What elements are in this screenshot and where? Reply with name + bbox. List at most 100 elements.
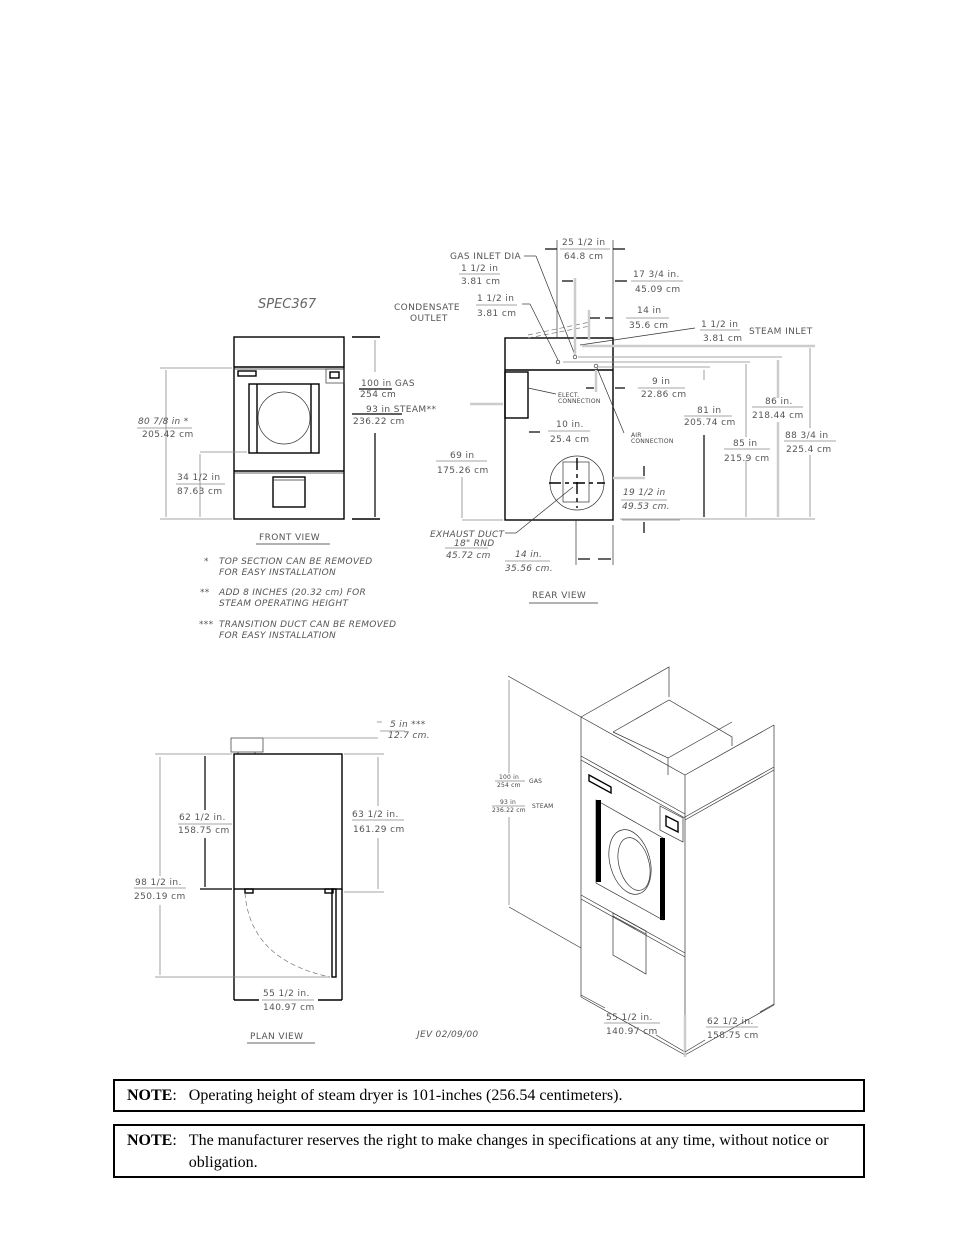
isometric-view: 100 in 254 cm GAS 93 in 236.22 cm STEAM … — [492, 666, 775, 1057]
gas-inlet-label: GAS INLET DIA — [450, 252, 522, 262]
plan-view-title: PLAN VIEW — [250, 1032, 303, 1042]
footnote-1-line2: FOR EASY INSTALLATION — [219, 568, 336, 578]
plan-view: 5 in *** 12.7 cm. 62 1/2 in. 158.75 cm 9… — [134, 720, 478, 1044]
svg-text:STEAM: STEAM — [532, 803, 554, 810]
note-operating-height: NOTE: Operating height of steam dryer is… — [113, 1079, 865, 1112]
footnote-1-line1: TOP SECTION CAN BE REMOVED — [219, 557, 373, 567]
spec-id: SPEC367 — [258, 297, 317, 312]
footnotes: * TOP SECTION CAN BE REMOVED FOR EASY IN… — [199, 557, 396, 641]
dim-air-height-in: 81 in — [697, 406, 722, 416]
front-view: SPEC367 80 7/8 in * 205.42 cm 34 1/2 in … — [137, 297, 436, 545]
air-port — [593, 363, 599, 369]
door-swing-arc — [244, 892, 331, 978]
dim-steam-offset-in: 14 in — [637, 306, 662, 316]
dim-exhaust-side-in: 19 1/2 in — [623, 488, 666, 498]
dryer-door-glass — [257, 391, 311, 445]
dim-depth-left-in: 62 1/2 in. — [179, 813, 226, 823]
dim-exhaust-height-cm: 175.26 cm — [437, 466, 489, 476]
iso-width-cm: 140.97 cm — [606, 1027, 658, 1037]
steam-inlet-label: STEAM INLET — [749, 327, 813, 337]
iso-height-steam-in: 93 in — [500, 799, 516, 806]
gas-inlet-port — [572, 354, 578, 360]
dim-depth-door-in: 98 1/2 in. — [135, 878, 182, 888]
logo-plate — [237, 370, 257, 377]
condensate-label-1: CONDENSATE — [394, 303, 460, 313]
plan-dryer-outline — [233, 753, 343, 890]
dim-exhaust-height-in: 69 in — [450, 451, 475, 461]
dim-steam-inlet-in: 1 1/2 in — [701, 320, 738, 330]
note-manufacturer-rights: NOTE: The manufacturer reserves the righ… — [113, 1124, 865, 1178]
dim-top-section-in: 80 7/8 in * — [138, 417, 189, 427]
iso-width-in: 55 1/2 in. — [606, 1013, 653, 1023]
plan-door — [331, 888, 337, 978]
rear-view: GAS INLET DIA 1 1/2 in 3.81 cm CONDENSAT… — [394, 238, 836, 604]
dim-width-in: 55 1/2 in. — [263, 989, 310, 999]
dim-air-offset-cm: 22.86 cm — [641, 390, 687, 400]
dim-height-gas-cm: 254 cm — [360, 390, 396, 400]
control-panel — [325, 368, 345, 384]
dim-steam-offset-cm: 35.6 cm — [629, 321, 668, 331]
iso-control-panel — [659, 805, 684, 843]
dim-gas-height-cm: 218.44 cm — [752, 411, 804, 421]
dim-top-section-cm: 205.42 cm — [142, 430, 194, 440]
dim-width-top-in: 25 1/2 in — [562, 238, 605, 248]
iso-height-steam-cm: 236.22 cm — [492, 807, 526, 814]
footnote-2-line1: ADD 8 INCHES (20.32 cm) FOR — [218, 588, 366, 598]
svg-text:1 1/2 in: 1 1/2 in — [477, 294, 514, 304]
dim-gas-offset-in: 17 3/4 in. — [633, 270, 680, 280]
iso-height-gas-cm: 254 cm — [497, 782, 521, 789]
dim-exhaust-center-cm: 35.56 cm. — [505, 564, 553, 574]
front-view-title: FRONT VIEW — [259, 533, 320, 543]
elect-box — [504, 371, 529, 419]
note-text: Operating height of steam dryer is 101-i… — [188, 1087, 623, 1104]
dim-depth-right-cm: 161.29 cm — [353, 825, 405, 835]
svg-text:AIR: AIR — [631, 432, 642, 439]
dim-elect-offset-in: 10 in. — [556, 420, 584, 430]
lint-door — [272, 476, 306, 508]
footnote-3-line1: TRANSITION DUCT CAN BE REMOVED — [219, 620, 396, 630]
condensate-port — [555, 359, 561, 365]
author-date: JEV 02/09/00 — [415, 1030, 478, 1040]
dim-elect-offset-cm: 25.4 cm — [550, 435, 589, 445]
svg-text:**: ** — [200, 588, 210, 598]
svg-text:ELECT.: ELECT. — [558, 392, 579, 399]
svg-text:GAS: GAS — [529, 778, 542, 785]
footnote-3-line2: FOR EASY INSTALLATION — [219, 631, 336, 641]
note-text: The manufacturer reserves the right to m… — [188, 1132, 829, 1171]
note-label: NOTE — [127, 1087, 173, 1104]
dim-gas-offset-cm: 45.09 cm — [635, 285, 681, 295]
svg-text:CONNECTION: CONNECTION — [631, 438, 674, 445]
dryer-door-frame — [248, 383, 320, 454]
svg-text:3.81 cm: 3.81 cm — [477, 309, 516, 319]
iso-height-gas-in: 100 in — [499, 774, 519, 781]
dim-exhaust-center-in: 14 in. — [515, 550, 542, 560]
dim-exhaust-dia-cm: 45.72 cm — [446, 551, 491, 561]
dim-air-height-cm: 205.74 cm — [684, 418, 736, 428]
svg-text:1 1/2 in: 1 1/2 in — [461, 264, 498, 274]
dim-height-steam-in: 93 in STEAM** — [366, 405, 436, 415]
dim-steam-height-cm: 225.4 cm — [786, 445, 832, 455]
svg-text:CONNECTION: CONNECTION — [558, 398, 601, 405]
iso-logo — [588, 773, 612, 795]
note-label: NOTE — [127, 1132, 173, 1149]
dim-transition-in: 5 in *** — [390, 720, 426, 730]
dim-air-offset-in: 9 in — [652, 377, 670, 387]
condensate-label-2: OUTLET — [410, 314, 448, 324]
dim-door-height-cm: 87.63 cm — [177, 487, 223, 497]
dim-steam-height-in: 88 3/4 in — [785, 431, 828, 441]
rear-dryer-outline — [504, 337, 614, 521]
dim-width-cm: 140.97 cm — [263, 1003, 315, 1013]
rear-view-title: REAR VIEW — [532, 591, 586, 601]
iso-lint-door — [612, 912, 647, 975]
dim-depth-door-cm: 250.19 cm — [134, 892, 186, 902]
svg-text:3.81 cm: 3.81 cm — [461, 277, 500, 287]
exhaust-duct-label: EXHAUST DUCT — [430, 530, 506, 540]
iso-depth-in: 62 1/2 in. — [707, 1017, 754, 1027]
dim-transition-cm: 12.7 cm. — [388, 731, 430, 741]
dim-exhaust-side-cm: 49.53 cm. — [622, 502, 670, 512]
svg-text:18" RND: 18" RND — [454, 539, 494, 549]
svg-text:*: * — [204, 557, 209, 567]
dim-door-height-in: 34 1/2 in — [177, 473, 220, 483]
dim-condensate-height-in: 85 in — [733, 439, 758, 449]
